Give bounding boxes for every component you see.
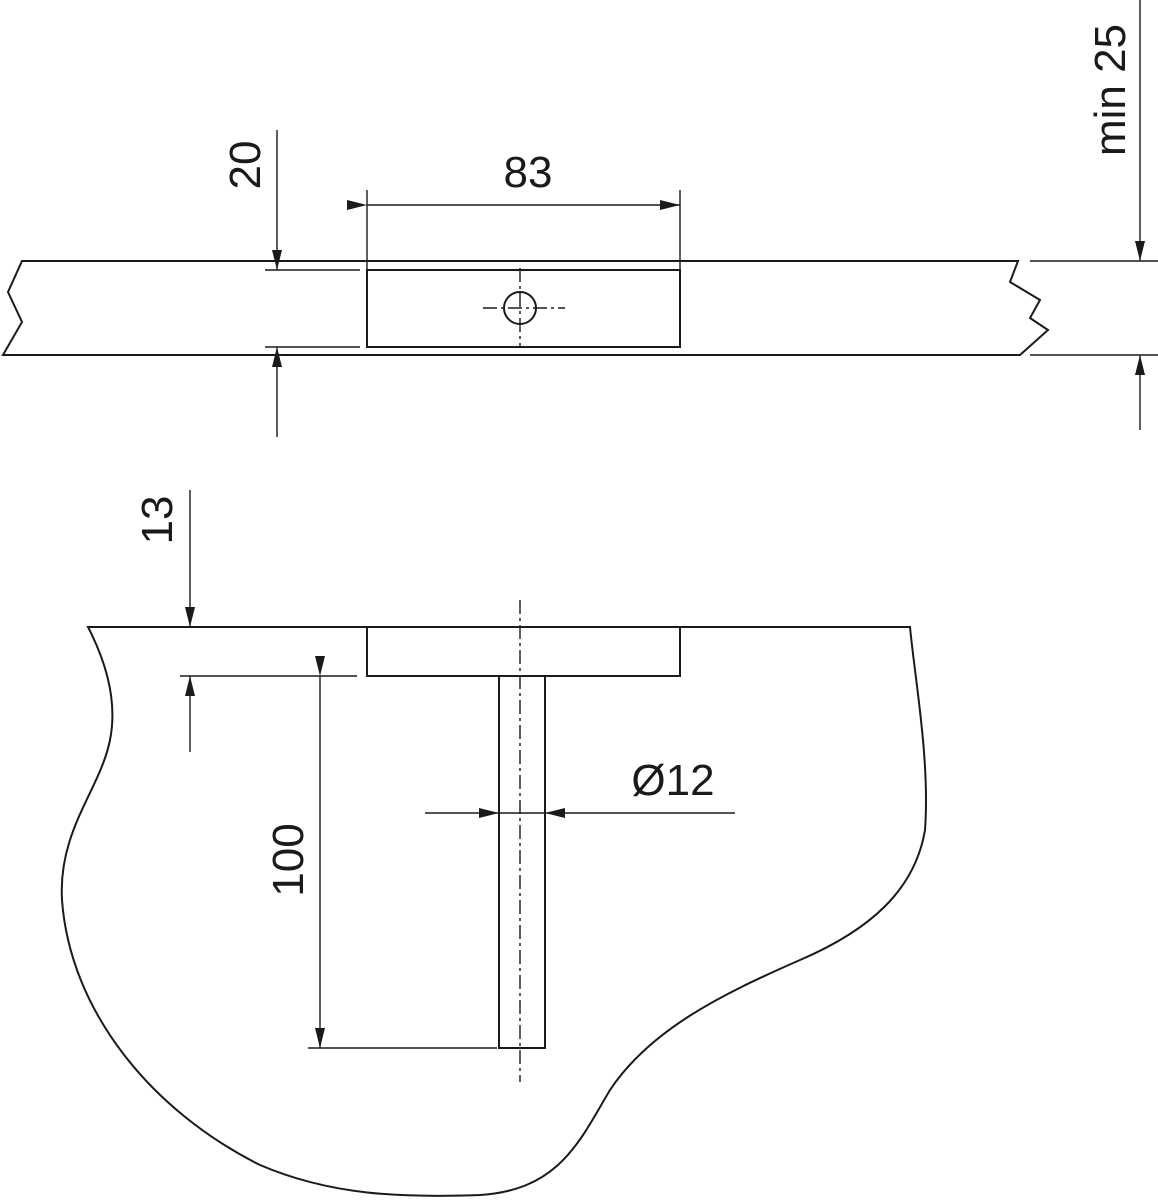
dim-label-diameter: Ø12 [631,756,714,805]
slot-cutout [366,269,681,348]
bore-section [498,675,546,1049]
dim-label-min25: min 25 [1086,24,1135,156]
top-view-panel: 20 83 min 25 [1,0,1158,437]
dim-label-100: 100 [264,823,313,896]
section-board [60,626,928,1197]
panel-board [1,260,1050,356]
dim-label-13: 13 [133,496,182,545]
slot-section [366,626,681,677]
dim-label-83: 83 [504,148,553,197]
section-view-panel: 13 100 Ø12 [60,490,928,1197]
dim-label-20: 20 [221,141,270,190]
